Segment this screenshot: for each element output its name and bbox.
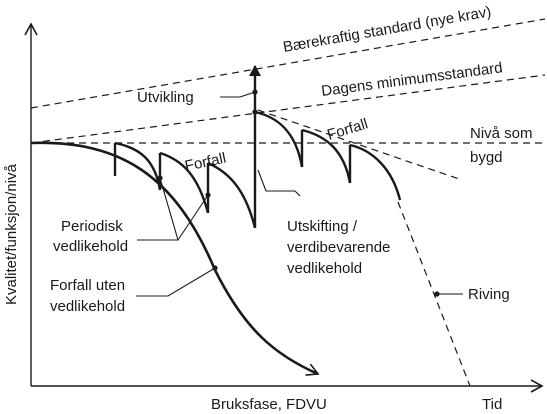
periodic-maintenance-label-1: Periodisk bbox=[61, 218, 123, 235]
periodic-leader-1 bbox=[137, 177, 179, 241]
development-leader bbox=[220, 91, 256, 98]
replacement-label-3: vedlikehold bbox=[287, 260, 362, 277]
sustainable-standard-line bbox=[30, 18, 546, 109]
replacement-cycle-2 bbox=[300, 128, 352, 184]
periodic-leader-2 bbox=[177, 194, 209, 241]
replacement-start-point bbox=[252, 109, 258, 115]
demolition-label: Riving bbox=[468, 286, 510, 303]
decay-without-maintenance-curve bbox=[30, 141, 320, 376]
replacement-cycle-3 bbox=[348, 143, 402, 201]
sustainable-standard-label: Bærekraftig standard (nye krav) bbox=[282, 3, 493, 56]
decay-label-2: Forfall bbox=[325, 115, 370, 143]
demolition-dashed-line bbox=[397, 201, 471, 387]
periodic-cycle-1 bbox=[113, 141, 162, 191]
periodic-dot-2 bbox=[205, 192, 211, 198]
y-axis-label: Kvalitet/funksjon/nivå bbox=[3, 163, 20, 305]
periodic-cycle-3 bbox=[206, 161, 257, 229]
demolition-dot bbox=[434, 291, 440, 297]
periodic-dot-1 bbox=[157, 175, 163, 181]
replacement-label-1: Utskifting / bbox=[287, 218, 358, 235]
decay-without-label-1: Forfall uten bbox=[50, 277, 125, 294]
decay-without-leader bbox=[136, 267, 216, 297]
replacement-leader-2 bbox=[257, 169, 280, 192]
decay-without-dot bbox=[212, 265, 218, 271]
as-built-label-2: bygd bbox=[470, 149, 503, 166]
replacement-leader-1 bbox=[280, 190, 301, 197]
replacement-label-2: verdibevarende bbox=[287, 239, 390, 256]
current-minimum-line bbox=[30, 74, 546, 144]
as-built-label-1: Nivå som bbox=[470, 125, 533, 142]
x-axis-end-label: Tid bbox=[482, 396, 502, 413]
x-axis-label: Bruksfase, FDVU bbox=[211, 396, 327, 413]
decay-without-label-2: vedlikehold bbox=[50, 298, 125, 315]
development-label: Utvikling bbox=[137, 89, 194, 106]
current-minimum-label: Dagens minimumsstandard bbox=[320, 59, 503, 100]
periodic-cycle-2 bbox=[158, 151, 210, 214]
replacement-cycle-1 bbox=[254, 110, 304, 168]
periodic-maintenance-label-2: vedlikehold bbox=[53, 238, 128, 255]
